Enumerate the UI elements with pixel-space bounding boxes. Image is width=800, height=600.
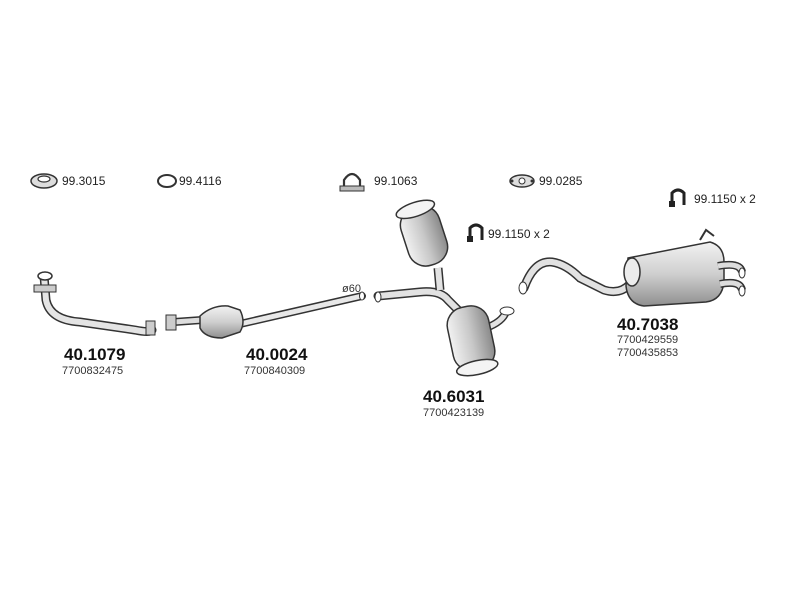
rubber-hanger-icon bbox=[669, 188, 686, 207]
accessory-code: 99.1063 bbox=[374, 174, 418, 188]
part-number: 40.7038 bbox=[617, 315, 679, 334]
accessory-code: 99.4116 bbox=[179, 174, 222, 188]
diameter-label: ø60 bbox=[342, 283, 361, 295]
accessory-code: 99.1150 x 2 bbox=[694, 192, 756, 206]
clamp-icon bbox=[339, 172, 365, 192]
oem-reference: 7700840309 bbox=[244, 365, 306, 377]
center-silencer bbox=[373, 199, 515, 377]
gasket-ring-icon bbox=[30, 173, 58, 189]
part-number: 40.1079 bbox=[64, 345, 126, 364]
oem-reference: 7700423139 bbox=[423, 407, 485, 419]
accessory-code: 99.3015 bbox=[62, 174, 106, 188]
part-number: 40.0024 bbox=[246, 345, 308, 364]
o-ring-icon bbox=[157, 174, 177, 188]
oem-reference: 7700435853 bbox=[617, 347, 679, 359]
part-number: 40.6031 bbox=[423, 387, 485, 406]
rubber-hanger-icon bbox=[467, 223, 484, 242]
rear-silencer bbox=[518, 228, 746, 307]
catalytic-converter bbox=[165, 291, 366, 339]
oem-reference: 7700832475 bbox=[62, 365, 124, 377]
oem-reference: 7700429559 bbox=[617, 334, 679, 346]
accessory-code: 99.1150 x 2 bbox=[488, 227, 550, 241]
front-pipe bbox=[33, 271, 157, 336]
accessory-code: 99.0285 bbox=[539, 174, 583, 188]
flange-gasket-icon bbox=[509, 174, 535, 188]
